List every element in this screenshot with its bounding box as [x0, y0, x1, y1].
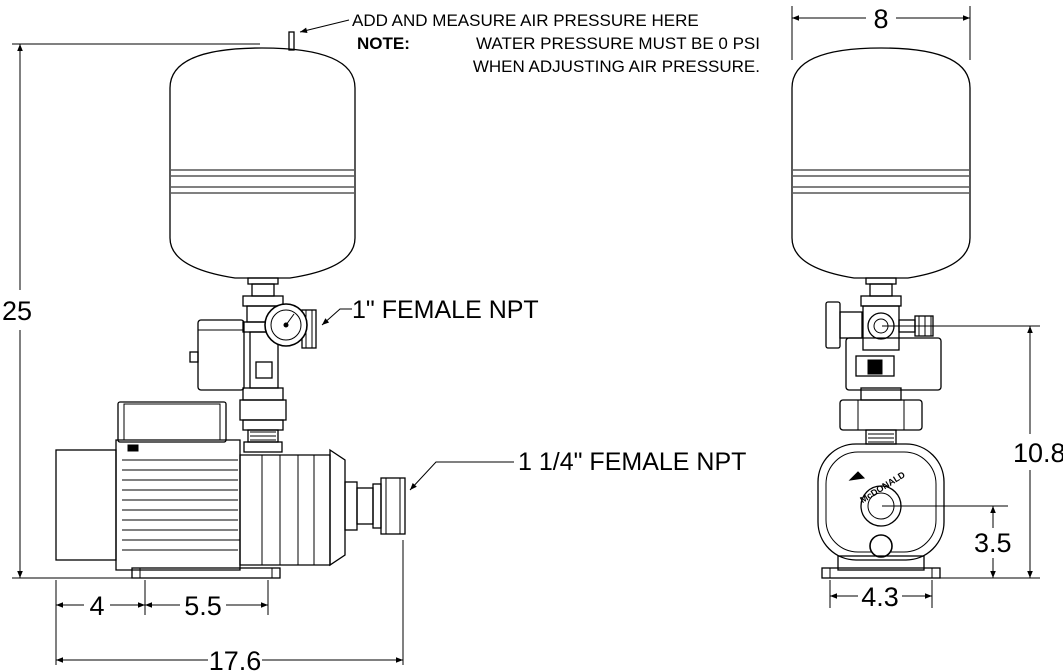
air-pressure-note: ADD AND MEASURE AIR PRESSURE HERE — [352, 11, 699, 30]
side-switch-assembly — [825, 295, 943, 391]
pressure-tank — [169, 31, 356, 297]
base-offset-dimension: 4 — [89, 591, 104, 621]
suction-fitting — [344, 477, 406, 535]
union-fitting — [239, 387, 287, 453]
front-dimensions: 25 4 5.5 17.6 — [2, 43, 404, 671]
side-pump-housing: McDONALD — [817, 443, 945, 579]
suction-callout: 1 1/4" FEMALE NPT — [518, 448, 746, 476]
inlet-height-dimension: 3.5 — [974, 528, 1012, 558]
overall-length-dimension: 17.6 — [209, 646, 262, 671]
discharge-callout: 1" FEMALE NPT — [352, 296, 539, 324]
side-dimensions: 8 10.8 3.5 4.3 — [791, 4, 1063, 612]
note-line-1: WATER PRESSURE MUST BE 0 PSI — [476, 34, 760, 53]
motor-fins — [122, 459, 238, 551]
front-view — [55, 31, 406, 579]
side-pressure-tank — [791, 47, 971, 297]
side-view: McDONALD — [791, 47, 971, 579]
height-dimension: 25 — [2, 296, 32, 326]
pump-motor — [55, 401, 346, 571]
outlet-height-dimension: 10.8 — [1013, 438, 1063, 468]
note-line-2: WHEN ADJUSTING AIR PRESSURE. — [473, 57, 760, 76]
note-label: NOTE: — [357, 34, 410, 53]
pump-base — [131, 567, 281, 579]
base-width-dimension: 4.3 — [861, 582, 899, 612]
side-union-fitting — [839, 387, 923, 445]
callouts: ADD AND MEASURE AIR PRESSURE HERE NOTE: … — [299, 11, 760, 491]
pressure-switch-assembly — [189, 295, 317, 391]
width-dimension: 8 — [873, 4, 888, 34]
base-spacing-dimension: 5.5 — [184, 591, 222, 621]
